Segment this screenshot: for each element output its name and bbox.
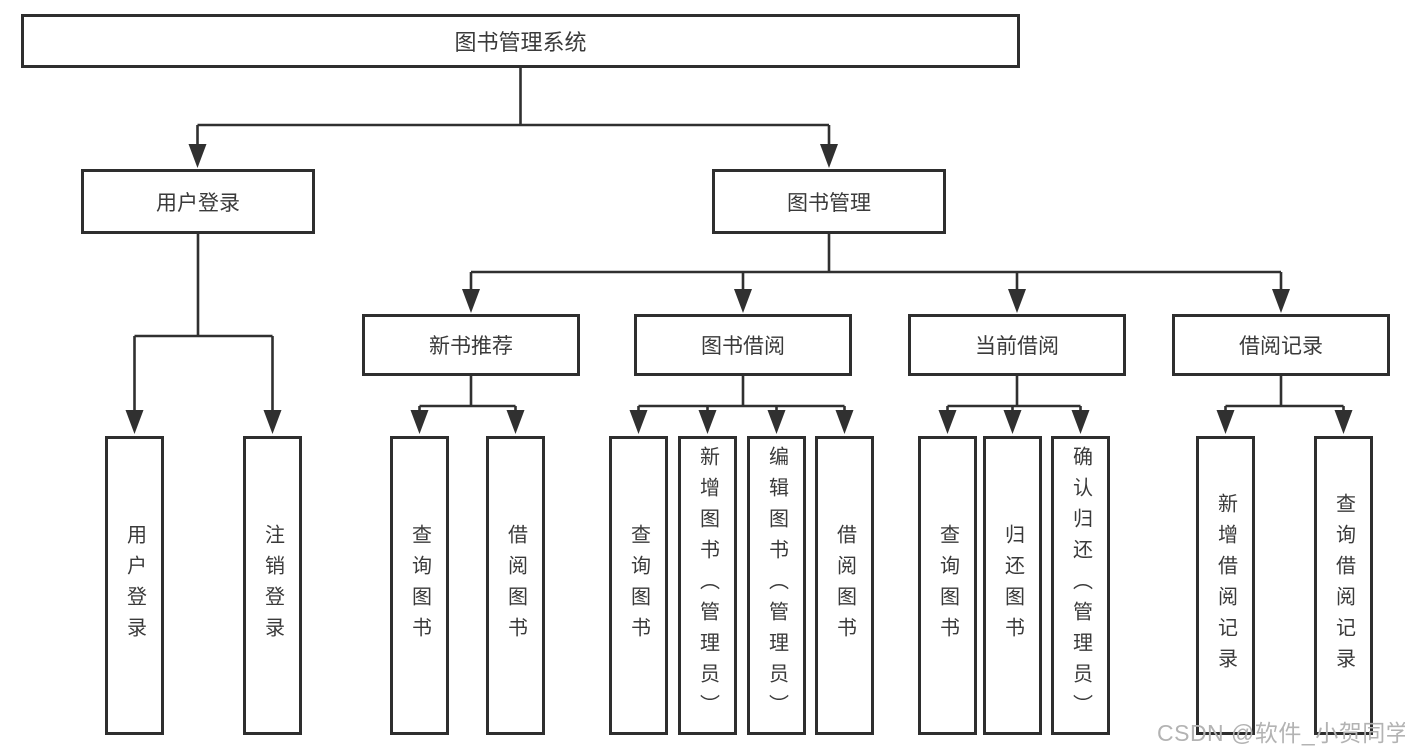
leaf-confirm-return-admin: 确认归还（管理员）: [1051, 436, 1110, 735]
node-book-management: 图书管理: [712, 169, 946, 234]
node-current-borrow: 当前借阅: [908, 314, 1126, 376]
leaf-label: 归还图书: [1001, 523, 1024, 648]
leaf-borrow-books-recommend: 借阅图书: [486, 436, 545, 735]
node-book-borrow: 图书借阅: [634, 314, 852, 376]
leaf-add-borrow-record: 新增借阅记录: [1196, 436, 1255, 735]
leaf-label: 查询借阅记录: [1332, 492, 1355, 679]
csdn-watermark: CSDN @软件_小贺同学: [1157, 720, 1405, 746]
node-label: 新书推荐: [429, 335, 513, 358]
node-label: 用户登录: [156, 191, 240, 215]
leaf-query-books-recommend: 查询图书: [390, 436, 449, 735]
leaf-label: 查询图书: [936, 523, 959, 648]
leaf-add-books-admin: 新增图书（管理员）: [678, 436, 737, 735]
leaf-query-borrow-record: 查询借阅记录: [1314, 436, 1373, 735]
leaf-query-books-current: 查询图书: [918, 436, 977, 735]
leaf-user-login: 用户登录: [105, 436, 164, 735]
arrowheads: [125, 144, 1353, 434]
leaf-borrow-books: 借阅图书: [815, 436, 874, 735]
leaf-return-books: 归还图书: [983, 436, 1042, 735]
leaf-edit-books-admin: 编辑图书（管理员）: [747, 436, 806, 735]
leaf-label: 用户登录: [123, 523, 146, 648]
leaf-label: 确认归还（管理员）: [1069, 446, 1092, 725]
node-label: 图书管理: [787, 191, 871, 215]
leaf-label: 借阅图书: [833, 523, 856, 648]
leaf-label: 新增借阅记录: [1214, 492, 1237, 679]
leaf-label: 借阅图书: [504, 523, 527, 648]
leaf-label: 查询图书: [408, 523, 431, 648]
node-new-book-recommend: 新书推荐: [362, 314, 580, 376]
node-label: 当前借阅: [975, 335, 1059, 358]
leaf-logout: 注销登录: [243, 436, 302, 735]
leaf-label: 查询图书: [627, 523, 650, 648]
connector-strokes: [133, 68, 1345, 412]
node-label: 图书管理系统: [454, 30, 587, 55]
node-borrow-records: 借阅记录: [1172, 314, 1390, 376]
leaf-label: 编辑图书（管理员）: [765, 446, 788, 725]
leaf-label: 新增图书（管理员）: [696, 446, 719, 725]
leaf-label: 注销登录: [261, 523, 284, 648]
leaf-query-books-borrow: 查询图书: [609, 436, 668, 735]
node-library-management-system: 图书管理系统: [21, 14, 1020, 68]
node-label: 图书借阅: [701, 335, 785, 358]
node-user-login: 用户登录: [81, 169, 315, 234]
node-label: 借阅记录: [1239, 335, 1323, 358]
